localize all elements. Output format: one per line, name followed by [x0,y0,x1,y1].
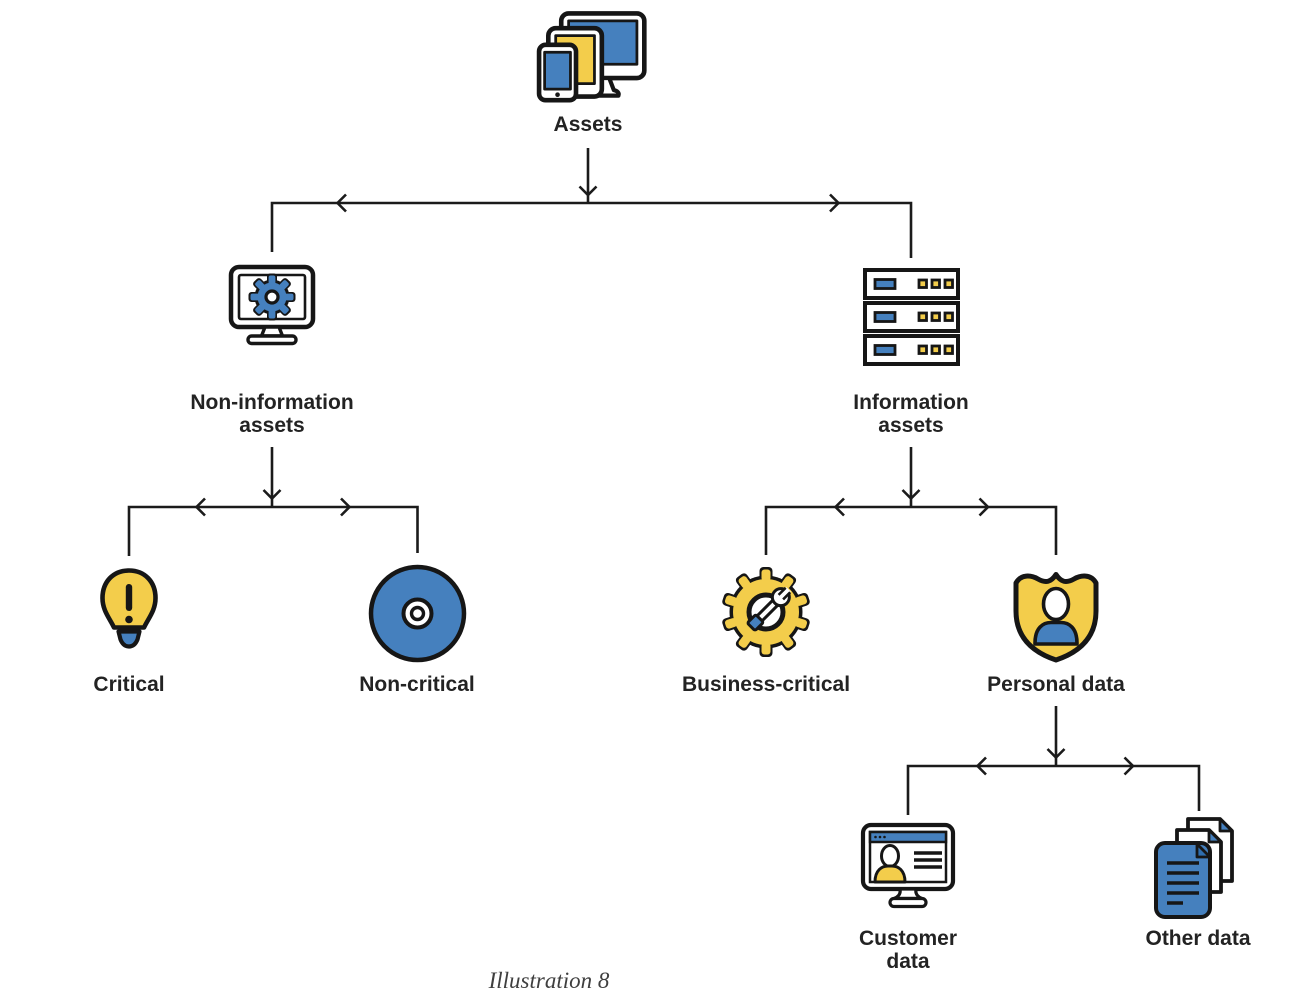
server-stack-icon [863,268,960,368]
connector-personal-data [906,706,1201,815]
node-label-other-data: Other data [1145,927,1251,950]
illustration-caption: Illustration 8 [488,968,610,993]
node-label-critical: Critical [93,673,165,696]
documents-icon [1154,817,1242,921]
gear-wrench-icon [718,566,814,658]
node-label-business-critical: Business-critical [681,673,851,696]
wrench-glyph [746,586,792,632]
disc-icon [368,564,467,663]
connector-information [764,447,1058,555]
node-label-assets: Assets [553,113,623,136]
shield-person-icon [1008,566,1104,663]
node-label-personal-data: Personal data [987,673,1125,696]
lightbulb-alert-icon [97,568,161,664]
connector-assets [270,148,913,258]
node-label-non-information: Non-information assets [190,391,354,437]
connector-non-information [127,447,419,556]
node-label-customer-data: Customer data [858,927,958,973]
node-label-non-critical: Non-critical [359,673,475,696]
node-label-information: Information assets [853,391,969,437]
devices-icon [528,4,648,106]
monitor-profile-icon [860,822,956,922]
gear-glyph [248,273,296,321]
monitor-gear-icon [222,262,322,362]
